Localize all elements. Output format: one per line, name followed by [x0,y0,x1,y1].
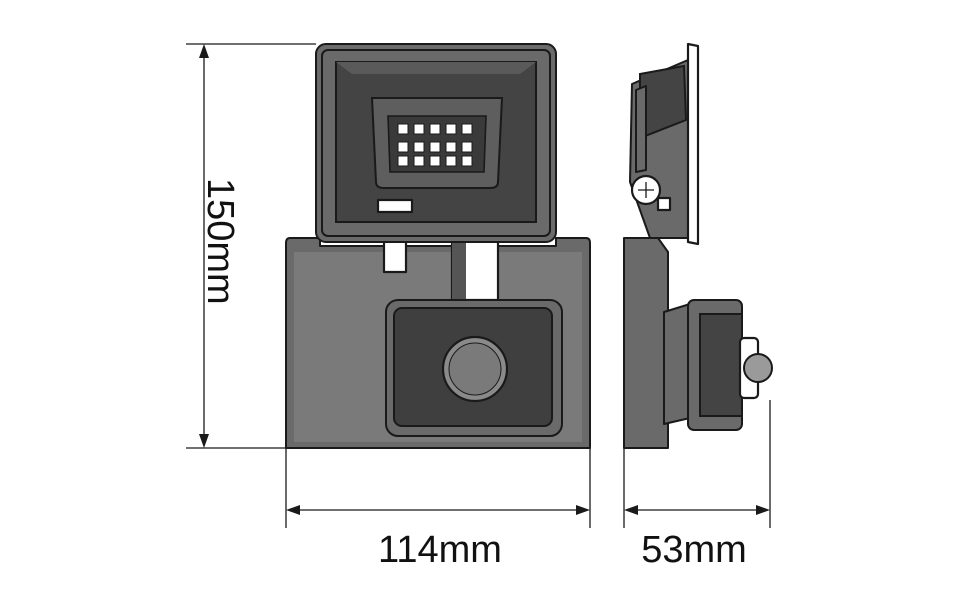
side-pir-arm [663,303,691,425]
side-lamp-face [686,42,700,246]
side-heat-sink [635,64,688,173]
depth-label: 53mm [641,529,747,571]
height-arrow-bottom [199,434,209,448]
lamp-frame-inner [321,49,551,237]
screw-cross [638,182,654,198]
width-arrow-right [576,505,590,515]
width-arrow-left [286,505,300,515]
depth-dimension: 53mm [623,400,771,571]
depth-arrow-left [624,505,638,515]
height-dimension: 150mm [186,43,316,449]
side-base-plate [623,237,669,449]
led-array [397,123,473,167]
mount-stem-shadow [452,240,466,300]
width-label: 114mm [378,529,502,571]
front-view [285,43,591,449]
width-dimension: 114mm [285,448,591,571]
depth-arrow-right [756,505,770,515]
side-pir-lens [743,353,773,383]
side-pir-face [699,313,743,417]
cable-tab [382,238,408,274]
brand-label-plate [376,198,414,214]
side-bolt [656,196,672,212]
height-arrow-top [199,44,209,58]
side-view [623,42,773,449]
pir-lens-inner [448,342,502,396]
lamp-bezel-bevel [336,62,536,74]
height-label: 150mm [199,178,241,305]
